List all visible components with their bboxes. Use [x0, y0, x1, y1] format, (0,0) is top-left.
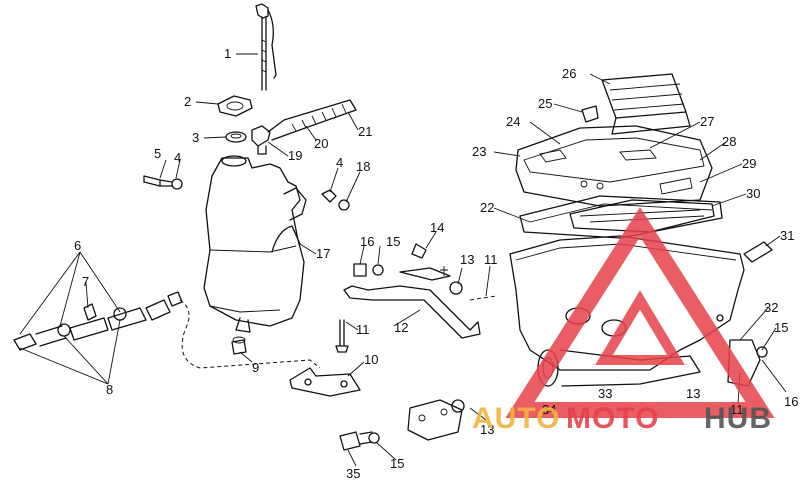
callout-10: 10: [364, 352, 378, 367]
callout-28: 28: [722, 134, 736, 149]
callout-17: 17: [316, 246, 330, 261]
callout-24: 24: [506, 114, 520, 129]
watermark-text-auto: AUTO: [472, 402, 560, 435]
callout-13-lower-right: 13: [686, 386, 700, 401]
oil-tank: [203, 155, 307, 333]
callout-26: 26: [562, 66, 576, 81]
callout-7: 7: [82, 274, 89, 289]
callout-30: 30: [746, 186, 760, 201]
callout-12: 12: [394, 320, 408, 335]
callout-19: 19: [288, 148, 302, 163]
callout-5: 5: [154, 146, 161, 161]
airbox-lid: [515, 125, 713, 207]
callout-20: 20: [314, 136, 328, 151]
callout-15-upper: 15: [386, 234, 400, 249]
callout-15-lower: 15: [390, 456, 404, 471]
callout-32: 32: [764, 300, 778, 315]
callout-13-upper: 13: [460, 252, 474, 267]
vent-fitting: [251, 125, 271, 155]
cap-gasket: [217, 95, 253, 117]
oil-hose-assembly: [13, 291, 321, 369]
mount-bracket: [289, 319, 361, 397]
callout-33: 33: [598, 386, 612, 401]
fasteners-lower: [339, 399, 465, 451]
callout-15-right: 15: [774, 320, 788, 335]
callout-8: 8: [106, 382, 113, 397]
callout-29: 29: [742, 156, 756, 171]
watermark-inner-triangle: [595, 290, 685, 365]
callout-25: 25: [538, 96, 552, 111]
filter-gasket: [519, 195, 723, 239]
filter-element: [601, 73, 691, 135]
vent-hose: [267, 99, 357, 141]
dipstick: [255, 3, 277, 91]
watermark-text-hub: HUB: [704, 402, 772, 435]
watermark-wordmark: AUTO MOTO HUB: [472, 402, 772, 435]
callout-3: 3: [192, 130, 199, 145]
callout-31: 31: [780, 228, 794, 243]
drain-fitting: [231, 336, 247, 355]
callout-labels: 1 2 3 4 5 4 18 19 20 21 6 7 8 9 10 11 12…: [74, 46, 798, 481]
airbox-clamp: [743, 241, 773, 263]
watermark-text-moto: MOTO: [566, 402, 659, 435]
leader-lines: [19, 53, 787, 467]
tank-bolt-left: [143, 175, 183, 190]
callout-14: 14: [430, 220, 444, 235]
callout-11-mid: 11: [356, 322, 370, 337]
callout-1: 1: [224, 46, 231, 61]
callout-35: 35: [346, 466, 360, 481]
callout-23: 23: [472, 144, 486, 159]
fasteners-upper: [353, 243, 448, 277]
watermark-triangle: [505, 207, 775, 418]
callout-4-left: 4: [174, 150, 181, 165]
watermark-logo: [505, 207, 775, 418]
tank-bracket: [343, 267, 497, 339]
callout-18: 18: [356, 159, 370, 174]
callout-11-lower: 11: [730, 402, 744, 417]
callout-27: 27: [700, 114, 714, 129]
callout-34: 34: [542, 402, 556, 417]
o-ring: [225, 131, 247, 143]
callout-16-right: 16: [784, 394, 798, 409]
callout-21: 21: [358, 124, 372, 139]
breather-fitting: [581, 105, 599, 123]
callout-2: 2: [184, 94, 191, 109]
callout-11-upper: 11: [484, 252, 498, 267]
tank-bolt-right: [321, 189, 350, 211]
callout-16-upper: 16: [360, 234, 374, 249]
callout-6: 6: [74, 238, 81, 253]
callout-4-right: 4: [336, 155, 343, 170]
callout-13-lower-left: 13: [480, 422, 494, 437]
callout-9: 9: [252, 360, 259, 375]
callout-22: 22: [480, 200, 494, 215]
